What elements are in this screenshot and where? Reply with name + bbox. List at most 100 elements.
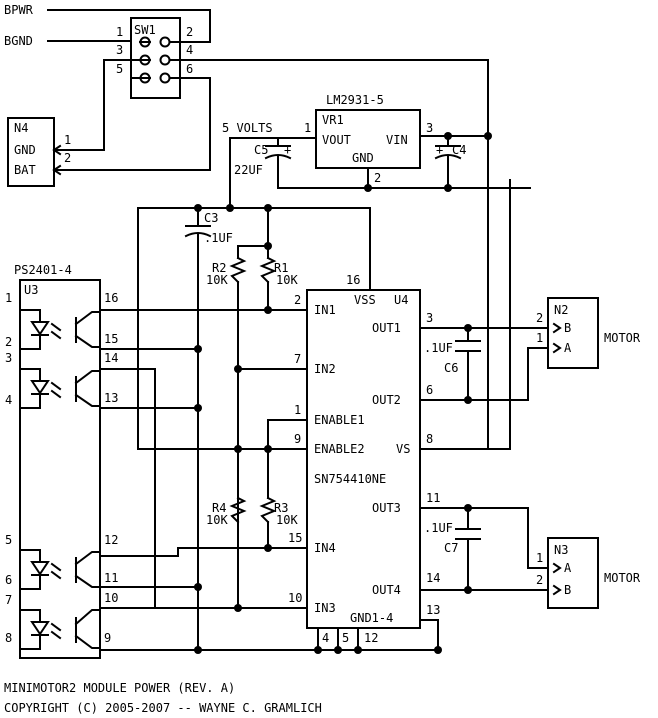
net-5-volts: 5 VOLTS: [222, 121, 273, 135]
vr1-pin-3: 3: [426, 121, 433, 135]
n2-motor-label: MOTOR: [604, 331, 641, 345]
vr1-gnd: GND: [352, 151, 374, 165]
c4-name: C4: [452, 143, 466, 157]
n3-motor-label: MOTOR: [604, 571, 641, 585]
n4-pin-2: 2: [64, 151, 71, 165]
c3-name: C3: [204, 211, 218, 225]
r1-name: R1: [274, 261, 288, 275]
vr1-vin: VIN: [386, 133, 408, 147]
c5-value: 22UF: [234, 163, 263, 177]
u4-in4: IN4: [314, 541, 336, 555]
u4-out1: OUT1: [372, 321, 401, 335]
capacitor-c7: .1UF C7: [424, 521, 481, 555]
u4-pin-3: 3: [426, 311, 433, 325]
u4-pin-2: 2: [294, 293, 301, 307]
resistor-r2: R2 10K: [206, 256, 247, 287]
c4-plus: +: [436, 143, 443, 157]
switch-sw1: SW1 1 2 3 4 5 6: [116, 17, 193, 99]
u4-pin-9: 9: [294, 432, 301, 446]
c5-name: C5: [254, 143, 268, 157]
u3-pin-12: 12: [104, 533, 118, 547]
u3-pin-2: 2: [5, 335, 12, 349]
u3-pin-3: 3: [5, 351, 12, 365]
r3-name: R3: [274, 501, 288, 515]
capacitor-c3: C3 .1UF: [184, 211, 233, 245]
n3-a: A: [564, 561, 572, 575]
u4-pin-1: 1: [294, 403, 301, 417]
n4-gnd: GND: [14, 143, 36, 157]
u3-pin-9: 9: [104, 631, 111, 645]
u4-in2: IN2: [314, 362, 336, 376]
c3-value: .1UF: [204, 231, 233, 245]
u4-pin-6: 6: [426, 383, 433, 397]
u3-pin-7: 7: [5, 593, 12, 607]
sw1-pin-1: 1: [116, 25, 123, 39]
u4-gnd: GND1-4: [350, 611, 393, 625]
capacitor-c4: + C4: [434, 143, 466, 160]
u3-pin-1: 1: [5, 291, 12, 305]
u4-pin-15: 15: [288, 531, 302, 545]
driver-u4: VSS U4 IN1 OUT1 IN2 OUT2 ENABLE1 ENABLE2…: [288, 273, 440, 645]
u4-vs: VS: [396, 442, 410, 456]
r4-name: R4: [212, 501, 226, 515]
n2-pin-1: 1: [536, 331, 543, 345]
u4-pin-8: 8: [426, 432, 433, 446]
u3-pin-5: 5: [5, 533, 12, 547]
connector-n2: N2 B A 2 1 MOTOR: [536, 297, 641, 369]
sw1-pin-2: 2: [186, 25, 193, 39]
opto-channel-2: [19, 368, 101, 409]
resistor-r3: R3 10K: [259, 496, 298, 527]
regulator-vr1: LM2931-5 VR1 VOUT VIN GND 1 3 2: [304, 93, 433, 185]
c7-value: .1UF: [424, 521, 453, 535]
r2-value: 10K: [206, 273, 228, 287]
u4-pin-13: 13: [426, 603, 440, 617]
n4-pin-1: 1: [64, 133, 71, 147]
connector-n4: N4 GND BAT 1 2: [7, 117, 71, 187]
u4-part: SN754410NE: [314, 472, 386, 486]
capacitor-c5: C5 + 22UF: [234, 143, 292, 177]
r2-name: R2: [212, 261, 226, 275]
connector-n3: N3 A B 1 2 MOTOR: [536, 537, 641, 609]
c6-value: .1UF: [424, 341, 453, 355]
u3-pin-8: 8: [5, 631, 12, 645]
sw1-pin-5: 5: [116, 62, 123, 76]
u4-pin-11: 11: [426, 491, 440, 505]
vr1-part: LM2931-5: [326, 93, 384, 107]
n4-bat: BAT: [14, 163, 36, 177]
wires: [47, 9, 549, 651]
resistor-r4: R4 10K: [206, 496, 247, 527]
u4-pin-14: 14: [426, 571, 440, 585]
opto-channel-3: [19, 549, 101, 590]
c6-name: C6: [444, 361, 458, 375]
u4-in1: IN1: [314, 303, 336, 317]
vr1-name: VR1: [322, 113, 344, 127]
u3-pin-4: 4: [5, 393, 12, 407]
sw1-name: SW1: [134, 23, 156, 37]
u3-pin-10: 10: [104, 591, 118, 605]
drawing-title: MINIMOTOR2 MODULE POWER (REV. A): [4, 681, 235, 695]
c7-name: C7: [444, 541, 458, 555]
u4-in3: IN3: [314, 601, 336, 615]
u4-pin-10: 10: [288, 591, 302, 605]
r4-value: 10K: [206, 513, 228, 527]
net-bpwr: BPWR: [4, 3, 34, 17]
u4-out3: OUT3: [372, 501, 401, 515]
net-bgnd: BGND: [4, 34, 33, 48]
u3-part: PS2401-4: [14, 263, 72, 277]
u4-out4: OUT4: [372, 583, 401, 597]
n2-name: N2: [554, 303, 568, 317]
n2-pin-2: 2: [536, 311, 543, 325]
junction-dots: [194, 132, 492, 654]
opto-channel-4: [19, 609, 101, 650]
u3-pin-15: 15: [104, 332, 118, 346]
u4-pin-4: 4: [322, 631, 329, 645]
u4-name: U4: [394, 293, 408, 307]
sw1-pin-6: 6: [186, 62, 193, 76]
u4-pin-5: 5: [342, 631, 349, 645]
u4-pin-12: 12: [364, 631, 378, 645]
u4-out2: OUT2: [372, 393, 401, 407]
opto-channel-1: [19, 309, 101, 350]
n3-pin-1: 1: [536, 551, 543, 565]
